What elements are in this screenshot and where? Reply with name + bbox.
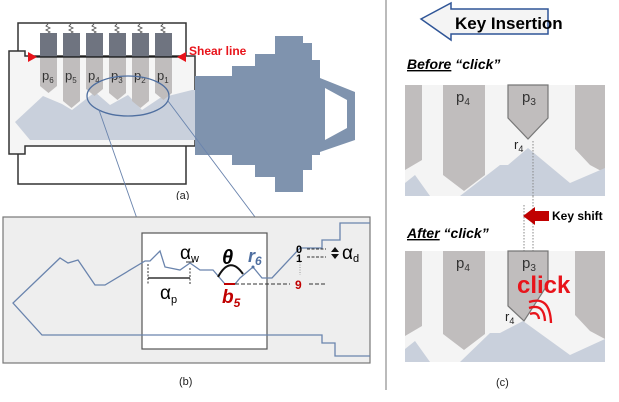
key-pin (40, 57, 57, 93)
depth-0-label: 0 (296, 244, 302, 256)
zoom-box (141, 232, 268, 350)
b5-label: b5 (222, 287, 241, 310)
key-insertion-label: Key Insertion (455, 14, 563, 33)
pin-label: p2 (134, 68, 146, 85)
key-pin (86, 57, 103, 96)
panel-c-diagram: Key Insertion Before “click” p4 p3 r4 Ke… (405, 1, 605, 389)
key-head (195, 36, 355, 192)
alpha-d-label: αd (342, 243, 359, 265)
before-r4-label: r4 (514, 137, 523, 154)
key-pin (63, 57, 80, 108)
before-p4-label: p4 (456, 89, 470, 108)
spring-icon (90, 23, 98, 34)
sound-waves-icon (528, 299, 553, 324)
key-pin (155, 57, 172, 100)
driver-pin (109, 33, 126, 57)
spring-icon (136, 23, 144, 34)
driver-pin (86, 33, 103, 57)
key-pin (132, 57, 149, 108)
spring-icon (67, 23, 75, 34)
depth-1-label: 1 (296, 253, 302, 265)
caption-c: (c) (496, 377, 509, 389)
caption-b: (b) (179, 376, 192, 388)
after-scene: p4 p3 r4 click (405, 250, 605, 362)
caption-a: (a) (176, 190, 189, 200)
panel-divider (385, 0, 387, 390)
alpha-p-label: αp (160, 283, 177, 306)
after-p3-label: p3 (522, 255, 536, 274)
key-shift-arrow (523, 207, 549, 225)
before-p3-label: p3 (522, 89, 536, 108)
pin-label: p6 (42, 68, 54, 85)
shear-line-label: Shear line (189, 44, 247, 58)
shear-arrow-left (28, 52, 37, 62)
pin-label: p5 (65, 68, 77, 85)
key-shift-label: Key shift (552, 209, 603, 223)
pin-label: p1 (157, 68, 169, 85)
key-insertion-arrow (419, 1, 549, 42)
key-pin (109, 57, 126, 100)
theta-label: θ (222, 247, 233, 269)
r6-label: r6 (248, 246, 262, 268)
pin-label: p4 (88, 68, 100, 85)
spring-icon (113, 23, 121, 34)
panel-b-diagram: αw αp θ r6 b5 0 1 9 αd (b) (2, 216, 371, 388)
panel-a-diagram: p6 p5 p4 p3 p2 p1 Shear line (a) (8, 22, 355, 200)
alpha-w-label: αw (180, 243, 199, 265)
driver-pin (40, 33, 57, 57)
driver-pin (63, 33, 80, 57)
before-scene: p4 p3 r4 (405, 84, 605, 196)
after-click-heading: After “click” (406, 225, 489, 241)
driver-pin (132, 33, 149, 57)
driver-pin (155, 33, 172, 57)
shear-arrow-right (177, 52, 186, 62)
spring-icon (44, 23, 52, 34)
after-p4-label: p4 (456, 255, 470, 274)
after-r4-label: r4 (505, 309, 514, 326)
depth-9-label: 9 (295, 278, 302, 292)
spring-icon (159, 23, 167, 34)
pin-label: p3 (111, 68, 123, 85)
click-sound-label: click (517, 272, 571, 299)
key-profile (12, 222, 370, 357)
before-click-heading: Before “click” (407, 56, 500, 72)
pin-stack: p6 p5 p4 p3 p2 p1 (40, 23, 172, 108)
